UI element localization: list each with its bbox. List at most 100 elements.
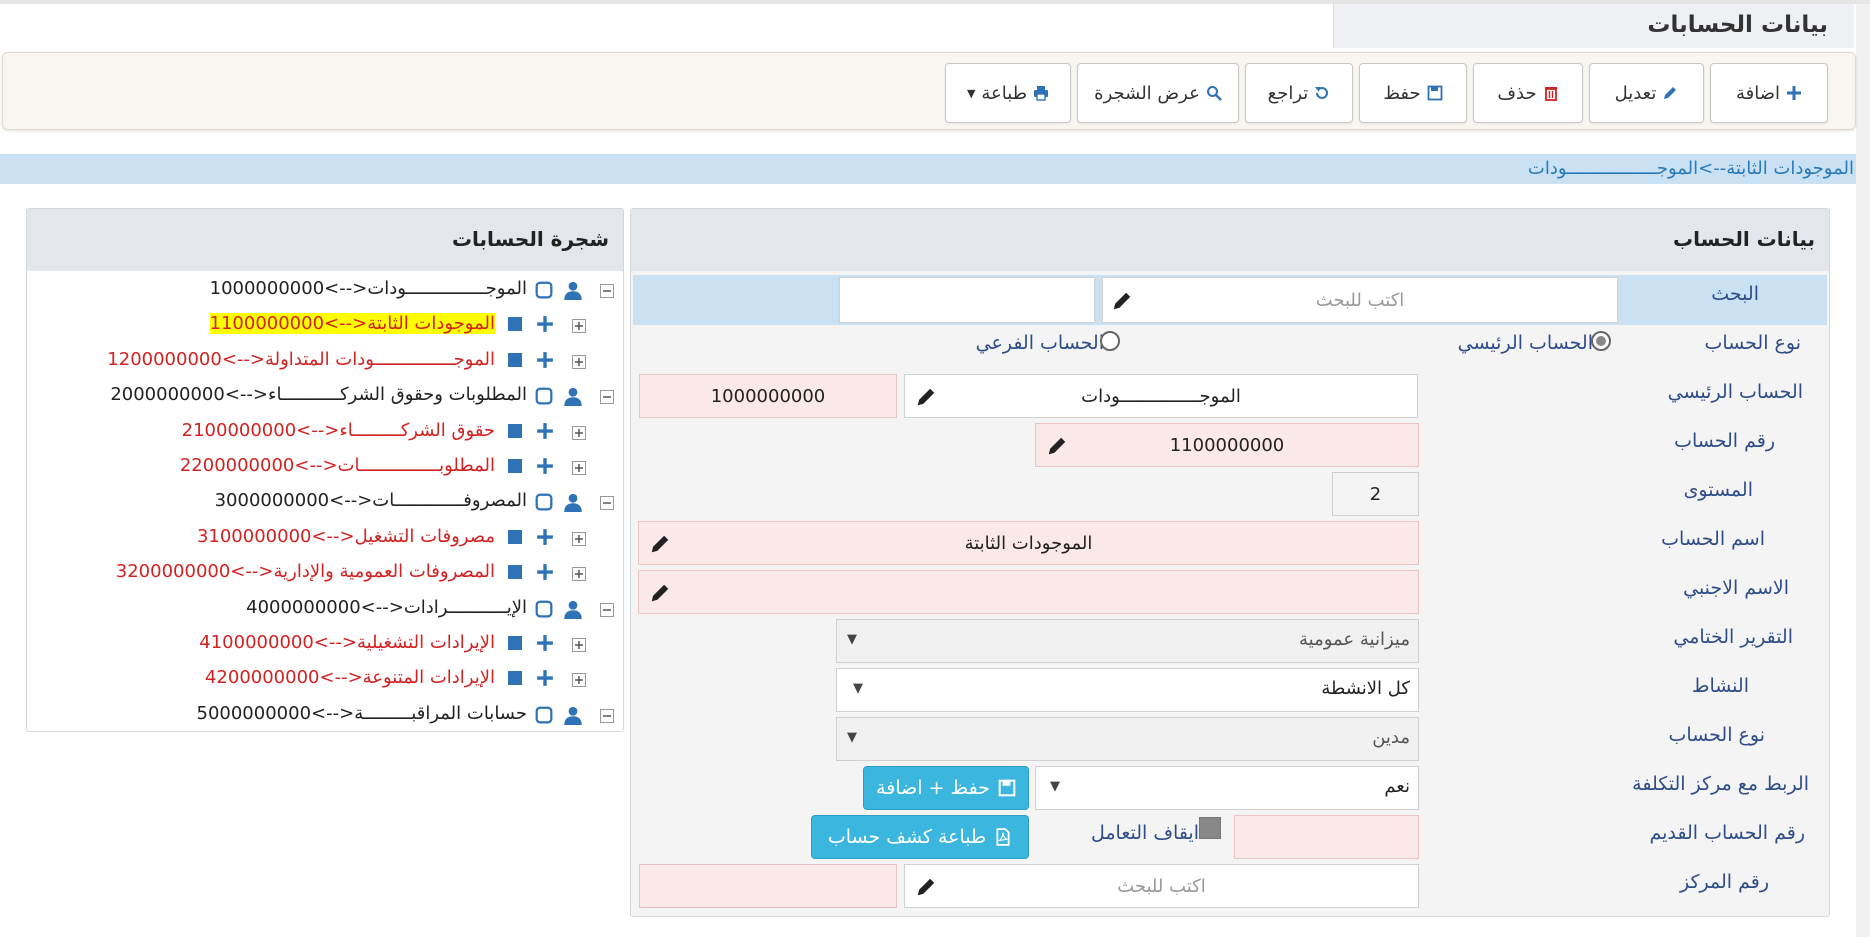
expand-node-icon[interactable] — [572, 567, 586, 581]
tree-node-label[interactable]: 2100000000<-->حقوق الشركـــــــــاء — [181, 420, 495, 441]
checkbox-icon[interactable] — [535, 387, 553, 405]
tree-row[interactable]: 2100000000<-->حقوق الشركـــــــــاء — [27, 417, 623, 447]
tree-row[interactable]: 2000000000<-->المطلوبات وحقوق الشركـــــ… — [27, 381, 623, 411]
search-input[interactable]: اكتب للبحث — [1102, 277, 1618, 323]
expand-node-icon[interactable] — [572, 355, 586, 369]
print-statement-button[interactable]: طباعة كشف حساب — [811, 815, 1029, 859]
tree-node-label[interactable]: 4000000000<-->الإيـــــــــــرادات — [246, 597, 527, 618]
expand-node-icon[interactable] — [572, 673, 586, 687]
tree-node-label[interactable]: 2200000000<-->المطلوبـــــــــــــــات — [179, 455, 495, 476]
final-report-select[interactable]: ▼ ميزانية عمومية — [836, 619, 1419, 663]
tree-row[interactable]: 4100000000<-->الإيرادات التشغيلية — [27, 629, 623, 659]
page-title: بيانات الحسابات — [1647, 12, 1828, 38]
center-search-input[interactable]: اكتب للبحث — [904, 864, 1419, 908]
plus-icon[interactable] — [536, 422, 554, 440]
print-dropdown-button[interactable]: ▼ طباعة — [945, 63, 1071, 123]
plus-icon[interactable] — [536, 634, 554, 652]
pencil-icon[interactable] — [649, 582, 671, 604]
tree-node-label[interactable]: 1200000000<-->الموجـــــــــــــــودات ا… — [107, 349, 495, 370]
parent-account-name-field[interactable]: الموجـــــــــــــــودات — [904, 374, 1418, 418]
undo-button[interactable]: تراجع — [1245, 63, 1353, 123]
radio-sub-account[interactable] — [1100, 331, 1120, 351]
pencil-icon[interactable] — [1111, 290, 1133, 312]
tree-row[interactable]: 3000000000<-->المصروفـــــــــــــات — [27, 487, 623, 517]
foreign-name-field[interactable] — [638, 570, 1419, 614]
dropdown-arrow-icon: ▼ — [847, 730, 857, 745]
page-scrollbar[interactable] — [1856, 4, 1870, 937]
tree-node-label[interactable]: 5000000000<-->حسابات المراقبـــــــــة — [196, 703, 528, 724]
tree-row[interactable]: 2200000000<-->المطلوبـــــــــــــــات — [27, 452, 623, 482]
activity-select[interactable]: ▼ كل الانشطة — [836, 668, 1419, 712]
square-icon — [508, 530, 522, 544]
expand-node-icon[interactable] — [572, 461, 586, 475]
tree-row[interactable]: 4000000000<-->الإيـــــــــــرادات — [27, 594, 623, 624]
checkbox-icon[interactable] — [535, 706, 553, 724]
plus-icon[interactable] — [536, 315, 554, 333]
plus-icon[interactable] — [536, 351, 554, 369]
checkbox-icon[interactable] — [535, 493, 553, 511]
tree-node-label[interactable]: 1100000000<-->الموجودات الثابتة — [209, 313, 495, 334]
tree-node-label[interactable]: 1000000000<-->الموجـــــــــــــــودات — [209, 278, 527, 299]
pencil-icon[interactable] — [1046, 435, 1068, 457]
title-bar: بيانات الحسابات — [1333, 4, 1854, 48]
checkbox-icon[interactable] — [535, 600, 553, 618]
collapse-node-icon[interactable] — [600, 603, 614, 617]
collapse-node-icon[interactable] — [600, 390, 614, 404]
search-result-field[interactable] — [839, 277, 1095, 323]
account-nature-select[interactable]: ▼ مدين — [836, 717, 1419, 761]
tree-row[interactable]: 1200000000<-->الموجـــــــــــــــودات ا… — [27, 346, 623, 376]
undo-label: تراجع — [1267, 82, 1309, 104]
parent-account-number-field[interactable]: 1000000000 — [639, 374, 897, 418]
plus-icon[interactable] — [536, 669, 554, 687]
expand-node-icon[interactable] — [572, 319, 586, 333]
collapse-node-icon[interactable] — [600, 496, 614, 510]
window-top-strip — [0, 0, 1870, 4]
radio-main-account[interactable] — [1591, 331, 1611, 351]
tree-row[interactable]: 5000000000<-->حسابات المراقبـــــــــة — [27, 700, 623, 730]
save-add-button[interactable]: حفظ + اضافة — [863, 766, 1029, 810]
breadcrumb-path[interactable]: الموجودات الثابتة-->الموجـــــــــــــــ… — [1527, 158, 1854, 179]
activity-label: النشاط — [1691, 675, 1749, 697]
tree-node-label[interactable]: 3000000000<-->المصروفـــــــــــــات — [214, 490, 527, 511]
checkbox-icon[interactable] — [535, 281, 553, 299]
dropdown-arrow-icon: ▼ — [853, 681, 863, 696]
tree-node-label[interactable]: 2000000000<-->المطلوبات وحقوق الشركـــــ… — [110, 384, 527, 405]
edit-button[interactable]: تعديل — [1589, 63, 1704, 123]
center-search-placeholder: اكتب للبحث — [1117, 875, 1206, 897]
tree-node-label[interactable]: 3100000000<-->مصروفات التشغيل — [196, 526, 495, 547]
pencil-icon[interactable] — [915, 386, 937, 408]
tree-node-label[interactable]: 4200000000<-->الإيرادات المتنوعة — [204, 667, 495, 688]
tree-row[interactable]: 1000000000<-->الموجـــــــــــــــودات — [27, 275, 623, 305]
save-button[interactable]: حفظ — [1359, 63, 1467, 123]
print-label: طباعة — [981, 82, 1028, 104]
tree-row[interactable]: 3200000000<-->المصروفات العمومية والإدار… — [27, 558, 623, 588]
tree-node-label[interactable]: 3200000000<-->المصروفات العمومية والإدار… — [115, 561, 495, 582]
cost-center-link-select[interactable]: ▼ نعم — [1035, 766, 1419, 810]
tree-row[interactable]: 1100000000<-->الموجودات الثابتة — [27, 310, 623, 340]
tree-row[interactable]: 3100000000<-->مصروفات التشغيل — [27, 523, 623, 553]
collapse-node-icon[interactable] — [600, 284, 614, 298]
plus-icon[interactable] — [536, 528, 554, 546]
square-icon — [508, 671, 522, 685]
plus-icon[interactable] — [536, 563, 554, 581]
collapse-node-icon[interactable] — [600, 709, 614, 723]
show-tree-button[interactable]: عرض الشجرة — [1077, 63, 1239, 123]
plus-icon[interactable] — [536, 457, 554, 475]
level-field[interactable]: 2 — [1332, 472, 1419, 516]
caret-down-icon: ▼ — [966, 86, 976, 100]
account-name-field[interactable]: الموجودات الثابتة — [638, 521, 1419, 565]
tree-node-label[interactable]: 4100000000<-->الإيرادات التشغيلية — [199, 632, 495, 653]
expand-node-icon[interactable] — [572, 638, 586, 652]
delete-button[interactable]: حذف — [1473, 63, 1583, 123]
pencil-icon[interactable] — [649, 533, 671, 555]
expand-node-icon[interactable] — [572, 532, 586, 546]
account-number-field[interactable]: 1100000000 — [1035, 423, 1419, 467]
expand-node-icon[interactable] — [572, 426, 586, 440]
old-account-number-field[interactable] — [1234, 815, 1419, 859]
account-panel-header: بيانات الحساب — [631, 209, 1829, 271]
add-button[interactable]: اضافة — [1710, 63, 1828, 123]
tree-row[interactable]: 4200000000<-->الإيرادات المتنوعة — [27, 664, 623, 694]
pencil-icon[interactable] — [915, 876, 937, 898]
stop-dealing-checkbox[interactable] — [1199, 817, 1221, 839]
center-number-field[interactable] — [639, 864, 897, 908]
